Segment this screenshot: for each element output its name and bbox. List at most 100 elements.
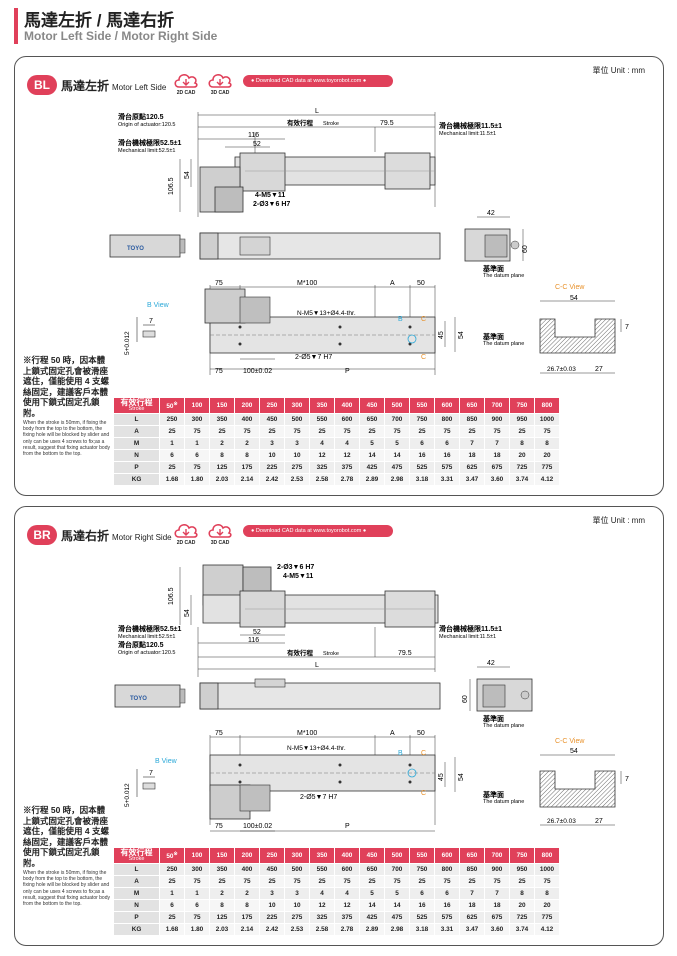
table-cell: 7 [459,437,485,450]
table-cell: 4 [309,437,335,450]
table-cell: 18 [484,449,510,462]
stroke-column-header: 350 [309,397,335,414]
actuator-top-view [202,564,439,628]
table-cell: 525 [409,461,435,474]
table-cell: 25 [459,875,485,888]
table-cell: 675 [484,461,510,474]
dim-m100: M*100 [297,730,317,737]
table-cell: 3 [284,887,310,900]
table-cell: 75 [184,461,210,474]
table-cell: 450 [259,413,285,426]
table-cell: 225 [259,461,285,474]
table-cell: 6 [409,887,435,900]
actuator-end-view [464,216,524,262]
download-cad-link[interactable]: ● Download CAD data at www.toyorobot.com… [243,525,393,537]
table-cell: 7 [459,887,485,900]
table-cell: 8 [509,437,535,450]
table-cell: 775 [534,461,560,474]
stroke-column-header: 100 [184,847,210,864]
stroke-header-en: Stroke [128,405,145,412]
stroke-column-header: 400 [334,847,360,864]
origin-zh: 滑台原點120.5 [118,640,164,649]
technical-drawing: L 有效行程 Stroke 79.5 116 52 滑台原點120.5 Orig… [109,108,629,375]
stroke-value: 450 [366,402,378,409]
dim-2-phi3: 2-Ø3▼6 H7 [277,564,314,571]
dim-4-m5: 4-M5▼11 [255,192,285,199]
table-cell: 4 [334,437,360,450]
cc-view-label: C-C View [555,284,585,291]
table-cell: 625 [459,461,485,474]
table-cell: 700 [384,413,410,426]
table-cell: 25 [359,875,385,888]
table-cell: 75 [384,425,410,438]
datum-en-cc: The datum plane [483,799,524,805]
dim-2-phi3: 2-Ø3▼6 H7 [253,201,290,208]
table-cell: 25 [309,875,335,888]
table-cell: 300 [184,413,210,426]
table-cell: 675 [484,911,510,924]
table-cell: 2 [209,437,235,450]
table-cell: 12 [334,899,360,912]
origin-en: Origin of actuator:120.5 [118,650,175,656]
table-cell: 6 [159,449,185,462]
table-cell: 2 [234,437,260,450]
stroke-value: 200 [241,852,253,859]
table-cell: 600 [334,863,360,876]
stroke-value: 350 [316,402,328,409]
table-cell: 3.47 [459,923,485,936]
table-cell: 1 [159,437,185,450]
cad-2d-link[interactable]: 2D CAD [171,67,201,101]
table-cell: 3 [259,437,285,450]
c-marker-bottom: C [421,354,426,361]
table-cell: 18 [459,449,485,462]
row-label: N [113,449,160,462]
dim-75-top: 75 [215,730,223,737]
table-cell: 1.68 [159,923,185,936]
download-cad-link[interactable]: ● Download CAD data at www.toyorobot.com… [243,75,393,87]
note-en: When the stroke is 50mm, if fixing the b… [23,420,110,458]
cad-2d-link[interactable]: 2D CAD [171,517,201,551]
stroke-column-header: 450 [359,847,385,864]
stroke-column-header: 750 [509,397,535,414]
dim-54-cc: 54 [570,748,578,755]
row-label: L [113,863,160,876]
cad-3d-link[interactable]: 3D CAD [205,517,235,551]
table-cell: 650 [359,863,385,876]
table-cell: 10 [284,899,310,912]
table-cell: 8 [209,899,235,912]
stroke-value: 500 [391,402,403,409]
dim-60: 60 [462,695,469,703]
table-cell: 10 [284,449,310,462]
stroke-column-header: 300 [284,847,310,864]
table-cell: 2.78 [334,473,360,486]
section-title-zh: 馬達左折 [61,79,110,93]
dim-5: 5+0.012 [124,331,131,355]
table-cell: 3.74 [509,923,535,936]
table-cell: 75 [234,875,260,888]
dim-52: 52 [253,141,261,148]
stroke-value: 250 [266,402,278,409]
table-cell: 750 [409,413,435,426]
dim-7-cc: 7 [625,776,629,783]
stroke-column-header: 650 [459,397,485,414]
table-cell: 325 [309,911,335,924]
table-cell: 3.47 [459,473,485,486]
datum-en: The datum plane [483,723,524,729]
table-cell: 3.31 [434,473,460,486]
table-cell: 5 [384,437,410,450]
table-cell: 10 [259,449,285,462]
dim-45: 45 [438,773,445,781]
origin-en: Origin of actuator:120.5 [118,122,175,128]
table-cell: 550 [309,413,335,426]
datum-zh-cc: 基準面 [482,790,504,799]
table-cell: 16 [434,449,460,462]
table-cell: 2.53 [284,473,310,486]
cad-3d-link[interactable]: 3D CAD [205,67,235,101]
stroke-column-header: 200 [234,847,260,864]
stroke-column-header: 250 [259,397,285,414]
stroke-value: 650 [466,852,478,859]
